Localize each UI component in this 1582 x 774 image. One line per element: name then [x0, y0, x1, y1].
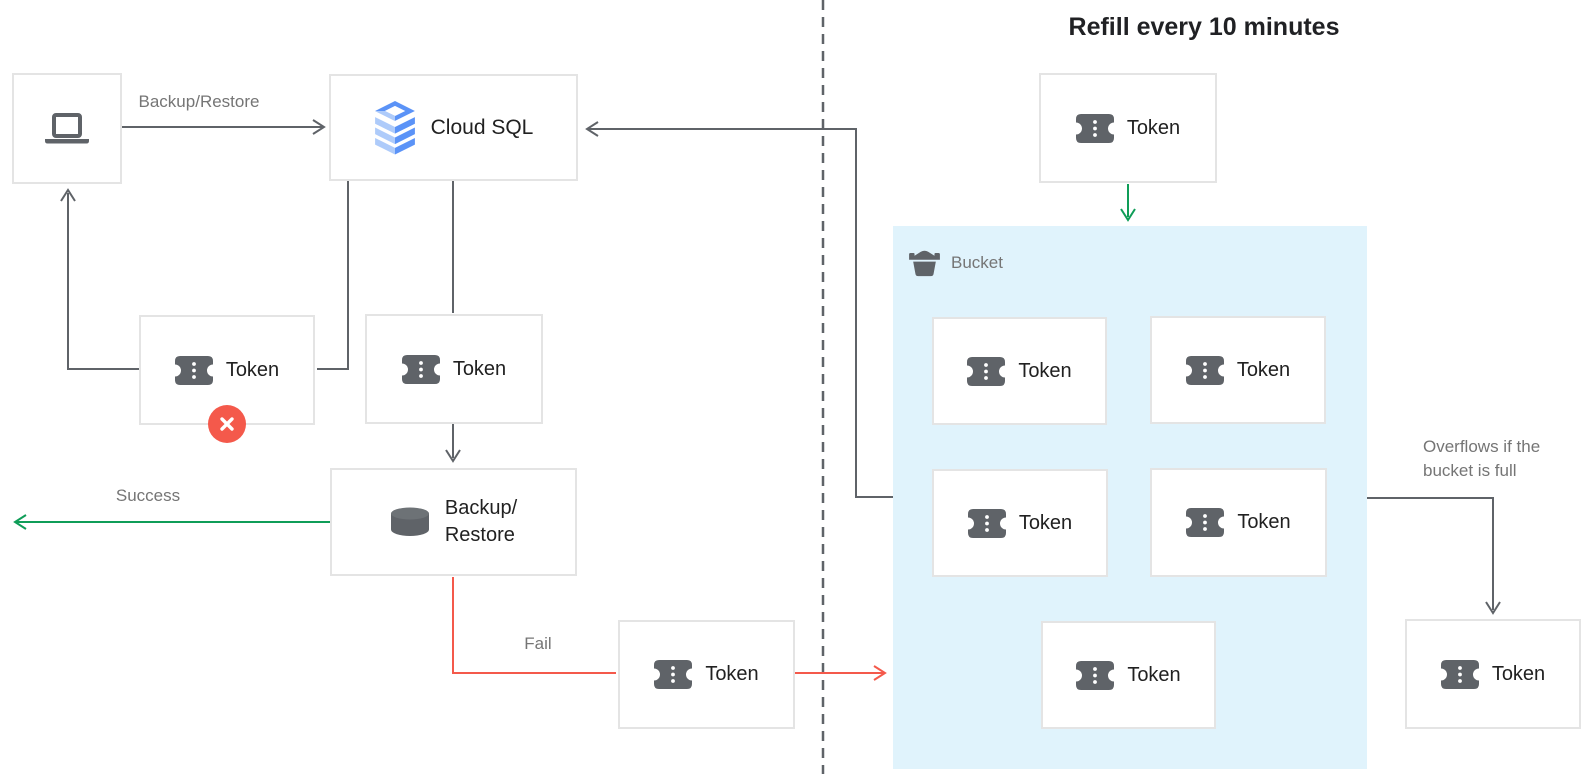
- edge-bucket-to-cloudsql: [588, 128, 893, 498]
- token-label: Token: [1491, 662, 1546, 685]
- token-label: Token: [1236, 358, 1291, 381]
- arrowhead-fail-right: [873, 665, 887, 681]
- edge-label-overflow: Overflows if the bucket is full: [1423, 437, 1541, 480]
- arrowhead-down: [445, 449, 461, 463]
- arrowhead-left: [585, 121, 599, 137]
- arrowhead-right: [312, 119, 326, 135]
- edge-label-fail: Fail: [524, 634, 552, 653]
- token-icon: [967, 508, 1006, 538]
- token-label: Token: [705, 663, 759, 685]
- token-label: Token: [1018, 359, 1072, 382]
- laptop-icon: [45, 113, 89, 144]
- arrowhead-overflow-down: [1485, 601, 1501, 615]
- backup-restore-label: Backup/ Restore: [444, 497, 518, 546]
- token-refill-node: Token: [1039, 73, 1217, 183]
- token-icon: [1076, 660, 1115, 690]
- token-icon: [174, 355, 213, 385]
- bucket-token-node: Token: [932, 317, 1107, 425]
- bucket-header: Bucket: [909, 248, 1003, 277]
- cloud-sql-label: Cloud SQL: [430, 115, 534, 139]
- token-icon: [967, 356, 1006, 386]
- token-label: Token: [1127, 663, 1181, 686]
- token-label: Token: [1237, 511, 1291, 533]
- edge-label-backup-restore: Backup/Restore: [138, 92, 260, 111]
- bucket-label: Bucket: [951, 252, 1003, 272]
- token-label: Token: [452, 357, 507, 380]
- client-node: [12, 73, 122, 184]
- error-x-icon: [208, 405, 246, 443]
- token-icon: [401, 354, 440, 384]
- token-label: Token: [1126, 116, 1181, 139]
- token-icon: [1185, 355, 1224, 385]
- token-icon: [1440, 659, 1479, 689]
- bucket-icon: [909, 250, 940, 277]
- bucket-token-node: Token: [1041, 621, 1216, 729]
- token-failed-node: Token: [618, 620, 795, 729]
- token-icon: [1186, 508, 1225, 537]
- edge-label-success: Success: [115, 486, 181, 505]
- database-icon: [390, 507, 429, 536]
- cloud-sql-icon: [374, 100, 415, 155]
- token-label: Token: [1018, 511, 1073, 534]
- token-inflight-node: Token: [365, 314, 543, 424]
- bucket-token-node: Token: [932, 469, 1108, 577]
- bucket-token-node: Token: [1150, 468, 1327, 577]
- edge-token-rejected-to-client: [67, 193, 139, 370]
- arrowhead-up: [60, 188, 76, 202]
- token-overflow-node: Token: [1405, 619, 1581, 729]
- arrowhead-success-left: [13, 514, 27, 530]
- arrowhead-refill-down: [1120, 208, 1136, 222]
- token-label: Token: [225, 358, 280, 381]
- edge-overflow: [1366, 497, 1494, 610]
- token-icon: [654, 660, 693, 689]
- backup-restore-node: Backup/ Restore: [330, 468, 577, 576]
- edge-fail: [452, 577, 616, 674]
- edge-cloudsql-to-token-rejected: [317, 181, 349, 370]
- cloud-sql-node: Cloud SQL: [329, 74, 578, 181]
- token-icon: [1075, 113, 1114, 143]
- bucket-token-node: Token: [1150, 316, 1326, 424]
- diagram-title: Refill every 10 minutes: [1068, 13, 1340, 41]
